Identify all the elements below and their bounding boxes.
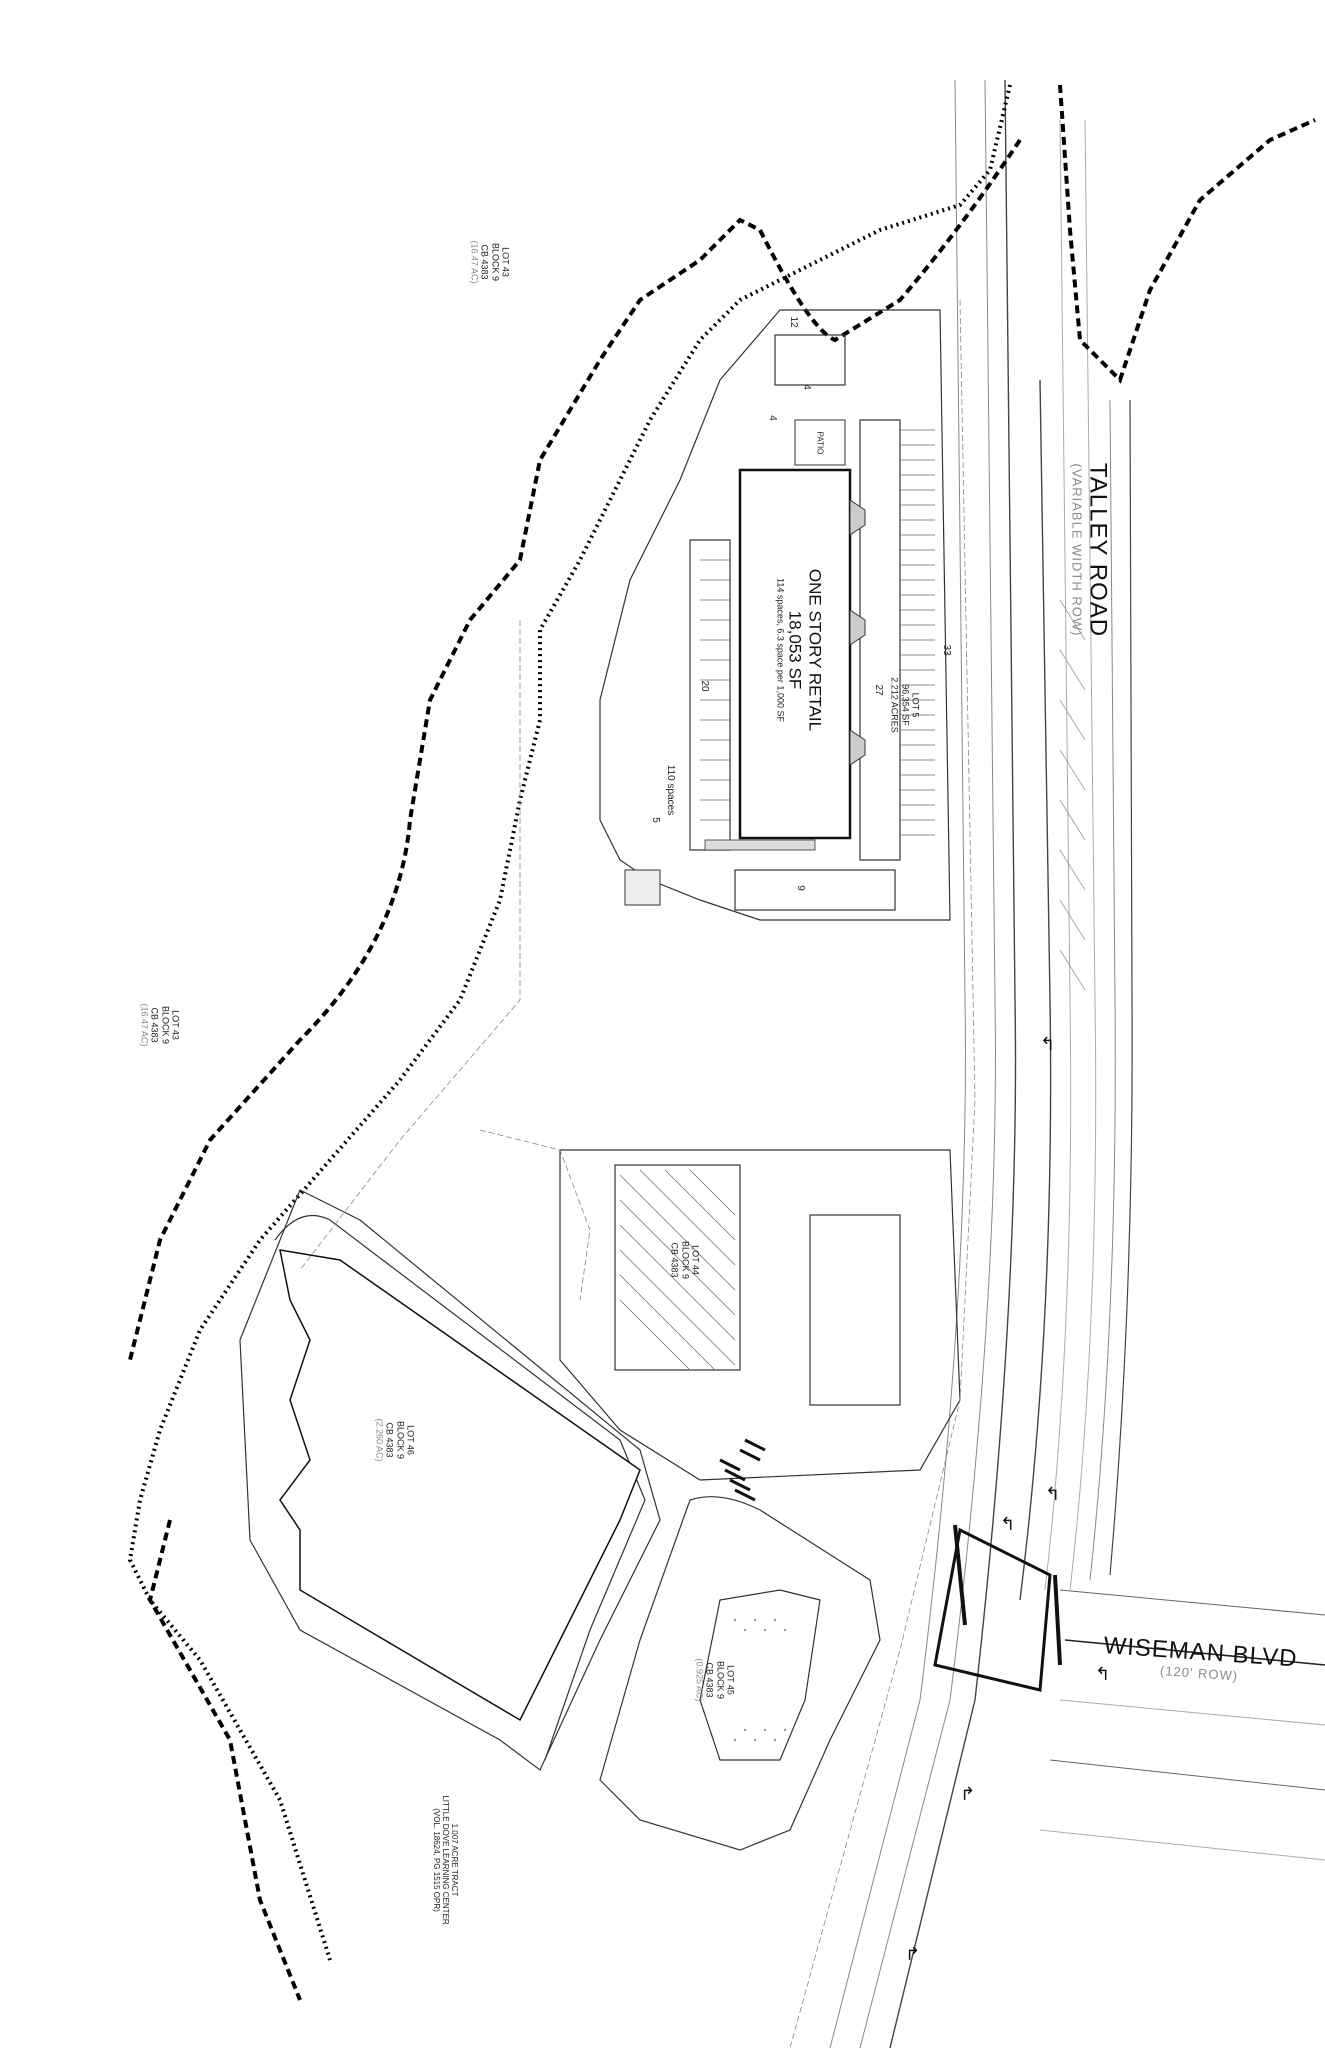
building-parking-note: 114 spaces, 6.3 space per 1,000 SF bbox=[775, 578, 786, 722]
lane-arrows: ↰ ↰ ↰ ↱ ↰ ↱ bbox=[905, 1034, 1110, 1965]
storefront-bumps bbox=[849, 499, 866, 766]
median-hatching bbox=[1059, 599, 1086, 991]
svg-text:↰: ↰ bbox=[1045, 1484, 1060, 1505]
talley-road-name: TALLEY ROAD bbox=[1084, 462, 1112, 638]
lot46-lot: LOT 46 bbox=[405, 1425, 416, 1455]
count-20: 20 bbox=[698, 680, 710, 692]
lot43-top-block: BLOCK 9 bbox=[490, 242, 501, 282]
count-33: 33 bbox=[940, 644, 952, 656]
lot45-lot: LOT 45 bbox=[725, 1665, 736, 1695]
lot43-top-lot: LOT 43 bbox=[500, 247, 511, 277]
lot43-mid-acres: (16.47 AC) bbox=[139, 1003, 150, 1047]
lot5-sf: 96,354 SF bbox=[900, 684, 911, 726]
boundary-dotted bbox=[127, 84, 1012, 1961]
tract-line1: 1.007 ACRE TRACT bbox=[449, 1823, 459, 1897]
lot5-label: LOT 5 96,354 SF 2.212 ACRES bbox=[889, 677, 921, 733]
lot45-block: BLOCK 9 bbox=[715, 1660, 726, 1700]
lot46-acres: (2.260 AC) bbox=[374, 1418, 385, 1462]
patio bbox=[794, 419, 846, 466]
lot44-lot: LOT 44 bbox=[690, 1245, 701, 1275]
talley-road bbox=[829, 79, 1133, 2048]
tract-label: 1.007 ACRE TRACT LITTLE DOVE LEARNING CE… bbox=[431, 1795, 459, 1925]
count-9: 9 bbox=[794, 885, 806, 891]
building-area: 18,053 SF bbox=[786, 610, 806, 690]
patio-label: PATIO bbox=[815, 431, 825, 455]
talley-road-label: TALLEY ROAD (VARIABLE WIDTH ROW) bbox=[1069, 463, 1112, 637]
lot45-label: LOT 45 BLOCK 9 CB 4383 (0.925 AC) bbox=[694, 1658, 736, 1702]
count-4a: 4 bbox=[800, 384, 812, 390]
count-4b: 4 bbox=[766, 415, 778, 421]
crosswalk bbox=[719, 1438, 766, 1502]
boundary-dashed-thick-1 bbox=[128, 138, 1022, 1361]
intersection bbox=[933, 1527, 1052, 1692]
tract-line3: (VOL. 18624, PG 1515 OPR) bbox=[431, 1808, 441, 1912]
svg-text:↰: ↰ bbox=[1000, 1514, 1015, 1535]
wiseman-blvd bbox=[1039, 1589, 1325, 1861]
count-5: 5 bbox=[649, 817, 661, 823]
lot45-site bbox=[599, 1496, 881, 1851]
svg-text:↱: ↱ bbox=[905, 1944, 920, 1965]
lot43-mid-lot: LOT 43 bbox=[170, 1010, 181, 1040]
lot44-label: LOT 44 BLOCK 9 CB 4383 bbox=[669, 1240, 701, 1280]
lot45-acres: (0.925 AC) bbox=[694, 1658, 705, 1702]
boundary-dashed-thick-2 bbox=[1058, 84, 1316, 384]
talley-road-row: (VARIABLE WIDTH ROW) bbox=[1069, 463, 1085, 637]
lot44-building-hatch bbox=[619, 1169, 736, 1371]
lot45-cb: CB 4383 bbox=[705, 1662, 715, 1698]
lot46-cb: CB 4383 bbox=[385, 1422, 395, 1458]
lot44-cb: CB 4383 bbox=[669, 1242, 680, 1278]
svg-text:↰: ↰ bbox=[1040, 1034, 1055, 1055]
lot43-top-acres: (16.47 AC) bbox=[469, 240, 480, 284]
boundary-dashed-lower bbox=[147, 1519, 302, 2001]
retail-building bbox=[738, 468, 852, 840]
building-title: ONE STORY RETAIL bbox=[805, 568, 825, 732]
lot5-lot: LOT 5 bbox=[910, 692, 921, 718]
lot46-block: BLOCK 9 bbox=[395, 1420, 406, 1460]
svg-text:↰: ↰ bbox=[1095, 1664, 1110, 1685]
lot43-mid-block: BLOCK 9 bbox=[160, 1005, 171, 1045]
parking-stalls bbox=[700, 429, 935, 836]
retail-building-label: ONE STORY RETAIL 18,053 SF 114 spaces, 6… bbox=[775, 568, 825, 732]
bench-row bbox=[704, 839, 816, 851]
svg-text:↱: ↱ bbox=[960, 1784, 975, 1805]
count-12: 12 bbox=[787, 316, 799, 328]
count-110-spaces: 110 spaces bbox=[664, 764, 676, 816]
lot45-building-dots bbox=[733, 1618, 787, 1742]
lot5-acres: 2.212 ACRES bbox=[889, 677, 900, 733]
utility-lines bbox=[299, 299, 976, 2048]
lot43-top-cb: CB 4383 bbox=[480, 244, 490, 280]
lot43-mid-label: LOT 43 BLOCK 9 CB 4383 (16.47 AC) bbox=[139, 1003, 181, 1047]
lot43-mid-cb: CB 4383 bbox=[150, 1007, 160, 1043]
lot46-label: LOT 46 BLOCK 9 CB 4383 (2.260 AC) bbox=[374, 1418, 416, 1462]
lot43-top-label: LOT 43 BLOCK 9 CB 4383 (16.47 AC) bbox=[469, 240, 511, 284]
dumpster-enclosure bbox=[624, 869, 661, 906]
lot46-building bbox=[279, 1249, 641, 1722]
lot44-block: BLOCK 9 bbox=[680, 1240, 691, 1280]
tract-line2: LITTLE DOVE LEARNING CENTER bbox=[440, 1795, 450, 1925]
count-27: 27 bbox=[872, 684, 884, 696]
lot44-site bbox=[559, 1149, 961, 1481]
